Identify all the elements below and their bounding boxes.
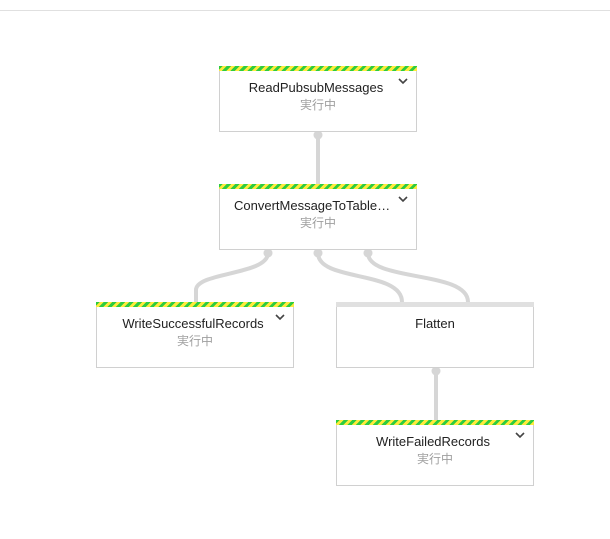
node-read-pubsub-messages[interactable]: ReadPubsubMessages 実行中 <box>219 66 417 132</box>
chevron-down-icon[interactable] <box>397 194 409 204</box>
top-divider <box>0 10 610 11</box>
node-name: Flatten <box>415 316 455 331</box>
node-name: ReadPubsubMessages <box>248 80 384 95</box>
chevron-down-icon[interactable] <box>514 430 526 440</box>
node-write-failed-records[interactable]: WriteFailedRecords 実行中 <box>336 420 534 486</box>
node-status: 実行中 <box>176 334 213 348</box>
chevron-down-icon[interactable] <box>397 76 409 86</box>
node-status: 実行中 <box>299 98 336 112</box>
edge-convert-to-flatten-2 <box>366 252 470 303</box>
node-write-successful-records[interactable]: WriteSuccessfulRecords 実行中 <box>96 302 294 368</box>
chevron-down-icon[interactable] <box>274 312 286 322</box>
node-convert-message-to-table-row[interactable]: ConvertMessageToTableRow 実行中 <box>219 184 417 250</box>
edge-dot-convert-out-1 <box>263 248 273 258</box>
edge-dot-read-out <box>313 130 323 140</box>
running-status-bar <box>336 420 534 425</box>
node-name: WriteSuccessfulRecords <box>122 316 264 331</box>
edge-dot-convert-out-2 <box>313 248 323 258</box>
running-status-bar <box>219 184 417 189</box>
edge-dot-convert-out-3 <box>363 248 373 258</box>
node-flatten[interactable]: Flatten <box>336 302 534 368</box>
node-name: ConvertMessageToTableRow <box>234 198 398 213</box>
node-name: WriteFailedRecords <box>376 434 490 449</box>
running-status-bar <box>96 302 294 307</box>
edge-convert-to-write-success <box>194 252 270 302</box>
running-status-bar <box>219 66 417 71</box>
edge-convert-to-flatten-1 <box>316 252 404 303</box>
edge-dot-flatten-out <box>431 366 441 376</box>
node-status: 実行中 <box>299 216 336 230</box>
idle-status-bar <box>336 302 534 307</box>
node-status: 実行中 <box>416 452 453 466</box>
